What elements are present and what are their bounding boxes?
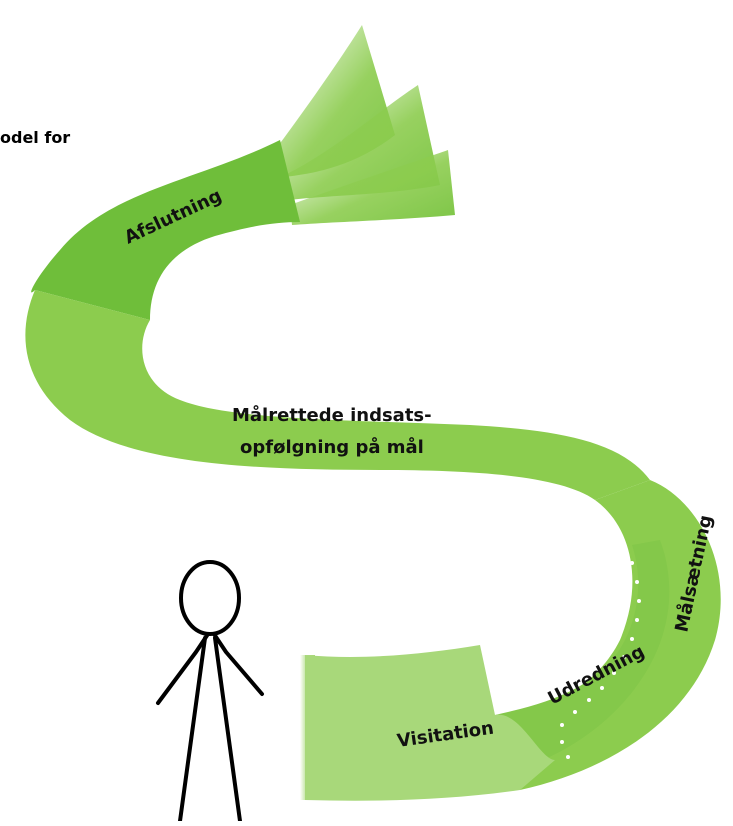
stick-figure-icon: [156, 560, 264, 823]
s-ribbon: [25, 140, 721, 801]
fading-strands: [275, 25, 455, 225]
stage-label-malrettede-line1: Målrettede indsats-: [232, 404, 432, 426]
stage-label-malrettede-line2: opfølgning på mål: [240, 436, 424, 458]
heading-fragment: odel for: [0, 128, 71, 147]
dotted-path: [560, 513, 641, 759]
